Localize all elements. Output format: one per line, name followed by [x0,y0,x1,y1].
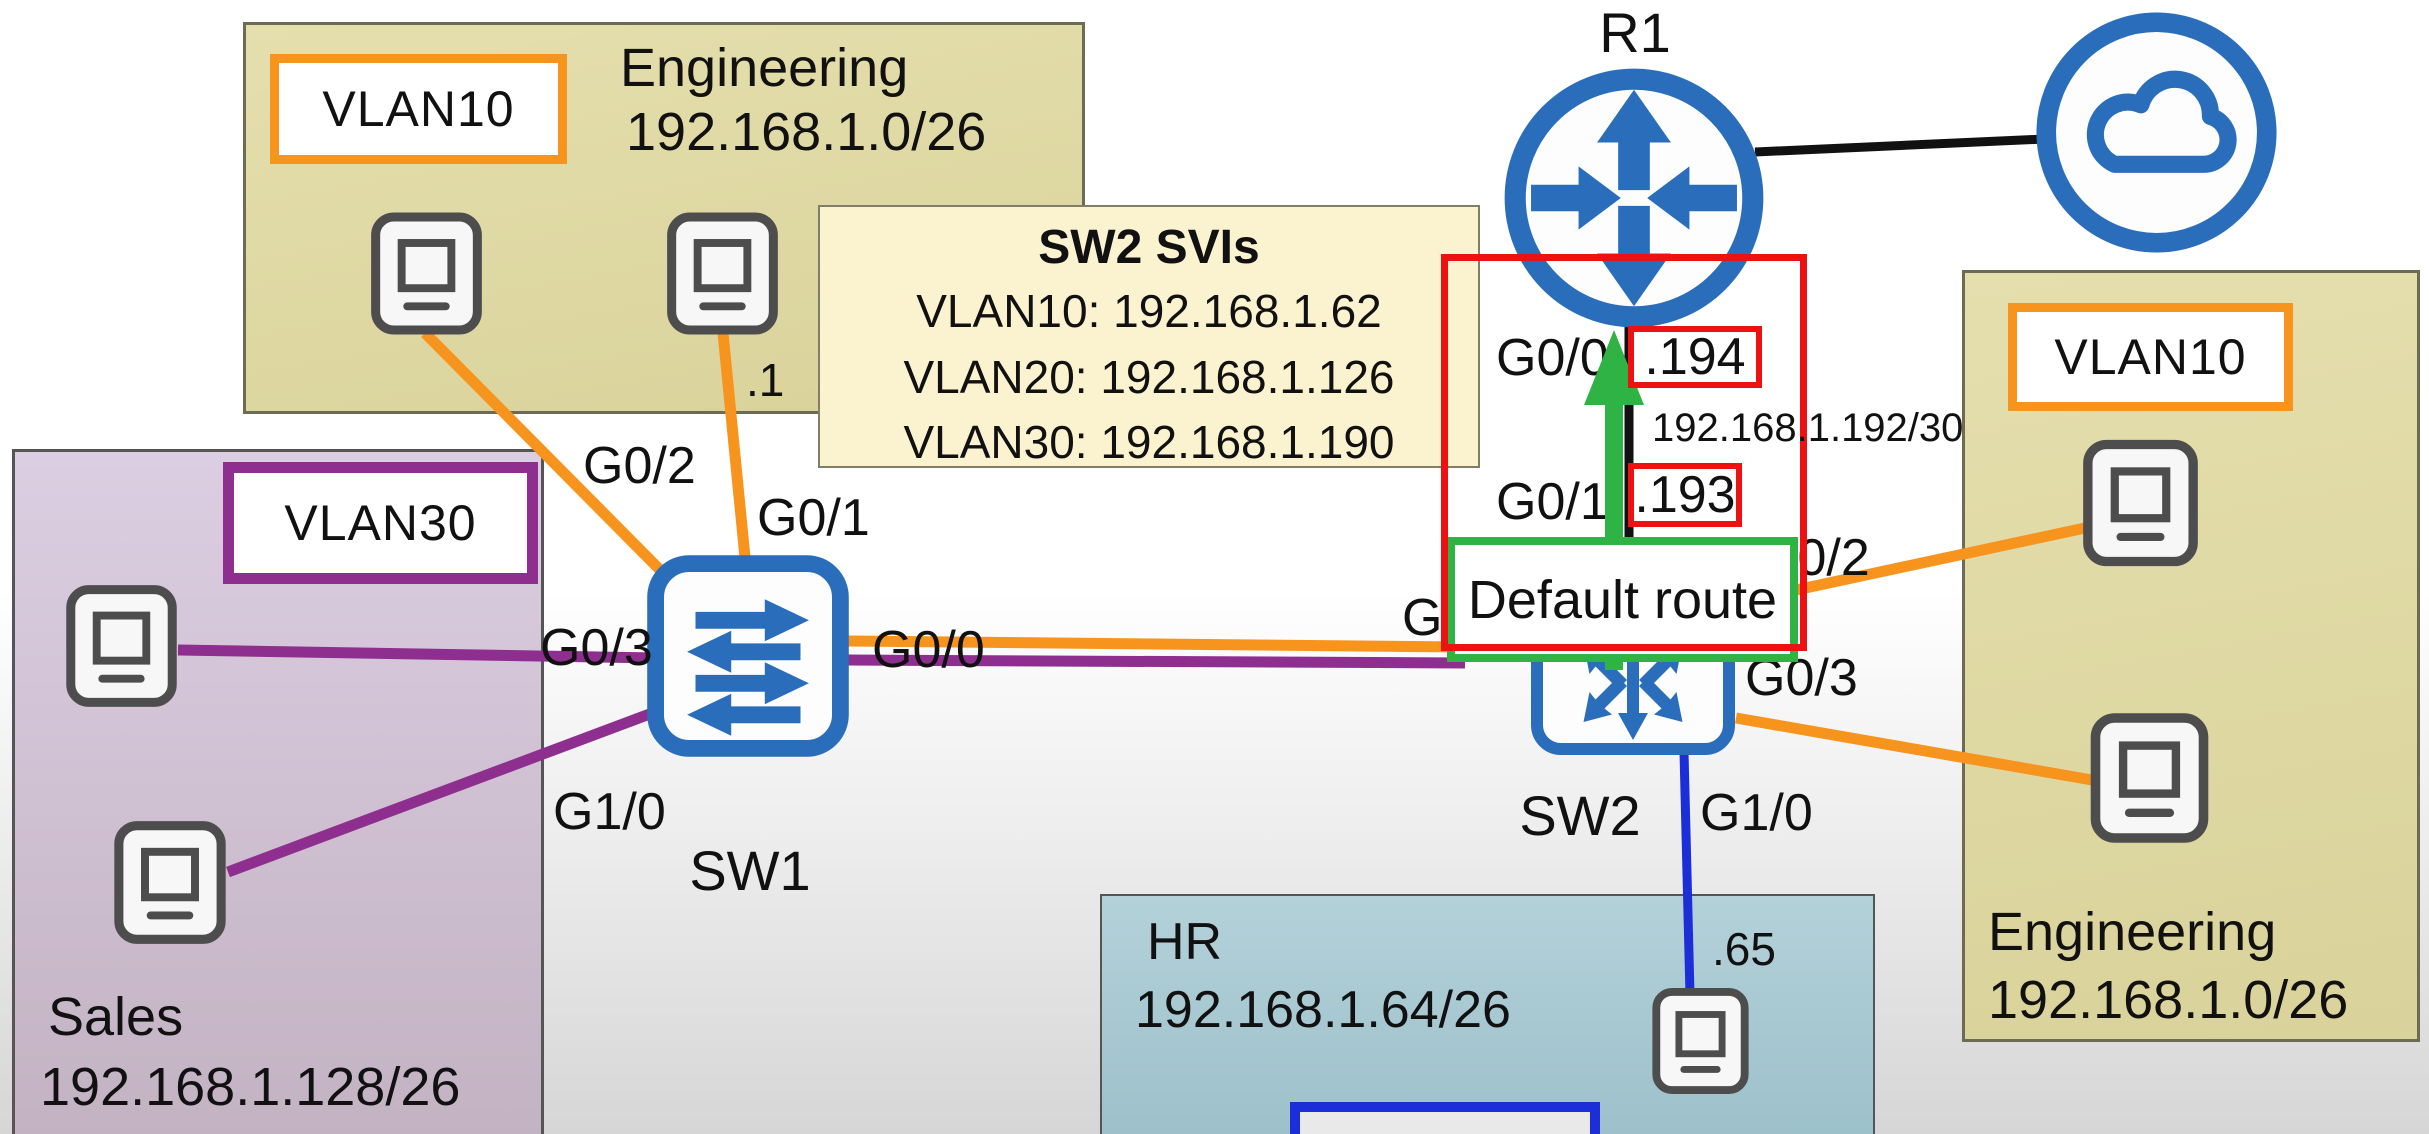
zone-subnet: 192.168.1.64/26 [1135,981,1511,1039]
internet-cloud-icon [2036,12,2277,253]
note-title: SW2 SVIs [1038,221,1260,274]
vlan10-label: VLAN10 [2008,303,2293,411]
note-line-vlan30: VLAN30: 192.168.1.190 [903,416,1395,469]
zone-name: Sales [48,987,184,1047]
sw2-ip-text: .193 [1634,466,1736,524]
vlan-label-text: VLAN10 [322,81,515,137]
highlight-red-box [1441,254,1807,651]
computer-icon [2090,713,2209,843]
computer-icon [667,212,778,335]
vlan-label-text: VLAN30 [284,495,477,551]
vlan-label-text: VLAN10 [2054,329,2247,385]
zone-name: HR [1147,913,1223,971]
link-r1-cloud [1754,134,2046,157]
port-label-sw2-g00-partial: G [1402,589,1443,647]
r1-ip-text: .194 [1644,328,1746,386]
port-label-r1-g00: G0/0 [1496,329,1609,387]
zone-subnet: 192.168.1.0/26 [626,102,987,162]
zone-sales: VLAN30 Sales 192.168.1.128/26 [12,449,544,1134]
router-label: R1 [1599,1,1671,64]
switch-label-sw1: SW1 [689,839,811,902]
sw2-ip-highlight: .193 [1628,463,1742,527]
port-label-sw1-g01: G0/1 [757,489,870,547]
computer-icon [66,585,177,707]
zone-name: Engineering [1988,902,2277,962]
host-ip-label: .1 [746,354,785,406]
zone-engineering-right: VLAN10 Engineering 192.168.1.0/26 [1962,270,2420,1042]
port-label-sw1-g00: G0/0 [872,621,985,679]
note-line-vlan20: VLAN20: 192.168.1.126 [903,350,1395,403]
zone-hr: HR 192.168.1.64/26 VLAN20 [1100,894,1875,1134]
sw2-svis-note: SW2 SVIs VLAN10: 192.168.1.62 VLAN20: 19… [818,205,1480,468]
switch-icon-sw1 [647,555,849,757]
default-route-text: Default route [1467,569,1778,630]
p2p-subnet-label: 192.168.1.192/30 [1652,406,1964,450]
r1-ip-highlight: .194 [1628,326,1762,388]
vlan20-label: VLAN20 [1290,1102,1600,1134]
vlan-label-text: VLAN20 [1345,1124,1545,1134]
computer-icon [114,821,226,944]
port-label-sw1-g10: G1/0 [553,783,666,841]
vlan30-label: VLAN30 [223,462,538,584]
computer-icon [2083,439,2198,567]
zone-subnet: 192.168.1.0/26 [1988,970,2349,1030]
zone-name: Engineering [620,38,909,98]
host-ip-label: .65 [1712,923,1776,975]
computer-icon [1652,987,1749,1095]
port-label-r1-g01: G0/1 [1496,473,1609,531]
note-line-vlan10: VLAN10: 192.168.1.62 [916,285,1382,338]
zone-subnet: 192.168.1.128/26 [40,1057,461,1117]
vlan10-label: VLAN10 [270,54,567,164]
port-label-sw1-g03: G0/3 [540,619,653,677]
computer-icon [371,212,482,335]
port-label-sw2-g10: G1/0 [1700,784,1813,842]
port-label-sw1-g02: G0/2 [583,437,696,495]
switch-label-sw2: SW2 [1519,784,1641,847]
